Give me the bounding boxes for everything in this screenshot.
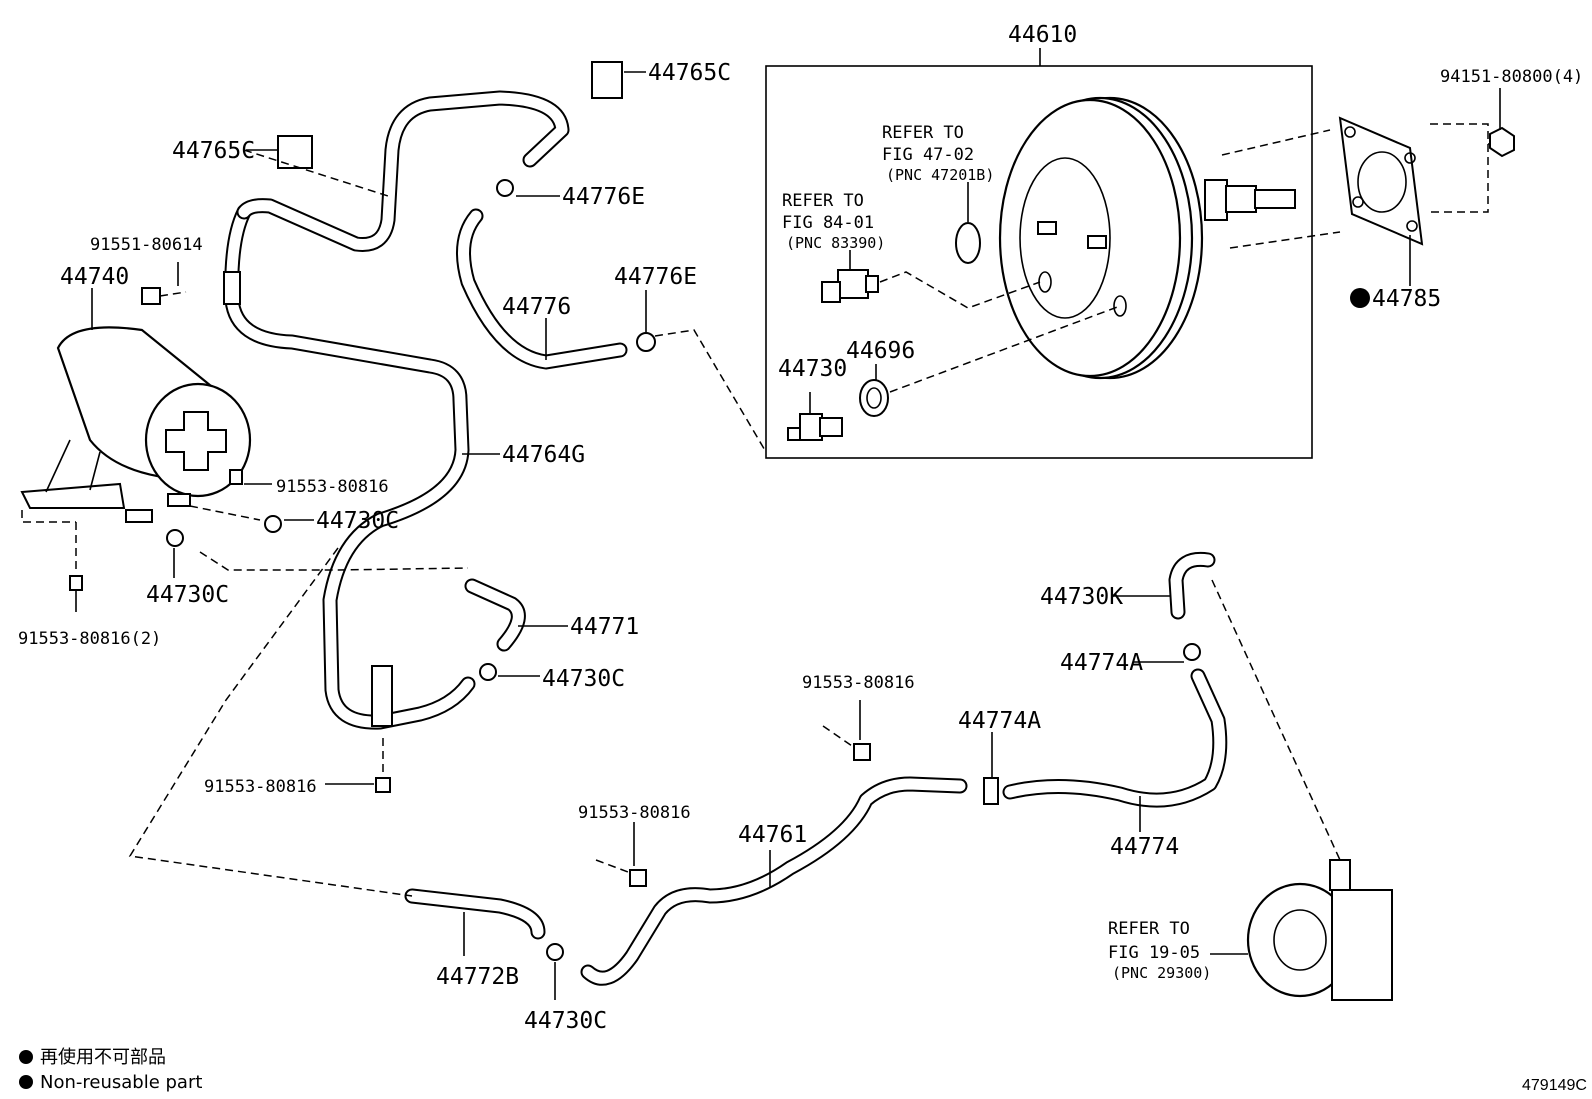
- ref-47-02-line2: FIG 47-02: [882, 145, 974, 165]
- clamp-44774a-right[interactable]: [1183, 643, 1201, 661]
- filled-circle-icon: [1350, 288, 1370, 308]
- label-44765c-b: 44765C: [172, 138, 255, 164]
- label-44776e-b: 44776E: [614, 264, 697, 290]
- clamp-44730c-a[interactable]: [264, 515, 282, 533]
- clamp-44730c-d[interactable]: [546, 943, 564, 961]
- filled-circle-icon: [19, 1050, 33, 1064]
- hose-clip-left[interactable]: [223, 271, 241, 305]
- ref-19-05-line2: FIG 19-05: [1108, 943, 1200, 963]
- vacuum-sensor[interactable]: [821, 269, 879, 303]
- ref-47-02-line3: (PNC 47201B): [886, 166, 994, 184]
- legend-english: Non-reusable part: [40, 1072, 202, 1093]
- legend-japanese: 再使用不可部品: [40, 1047, 166, 1068]
- union-44774a[interactable]: [983, 777, 999, 805]
- hose-44764g[interactable]: [224, 204, 476, 730]
- o-ring[interactable]: [955, 222, 981, 264]
- bolt-91553-right[interactable]: [853, 743, 871, 761]
- label-44730c-d: 44730C: [524, 1008, 607, 1034]
- label-91553-80816-b: 91553-80816(2): [18, 629, 161, 649]
- ref-19-05-line3: (PNC 29300): [1112, 964, 1211, 982]
- booster-nut[interactable]: [1489, 126, 1515, 158]
- label-44774: 44774: [1110, 834, 1179, 860]
- check-valve[interactable]: [787, 413, 843, 441]
- ref-84-01-line3: (PNC 83390): [786, 234, 885, 252]
- label-44774a-b: 44774A: [1060, 650, 1143, 676]
- label-94151-80800: 94151-80800(4): [1440, 67, 1583, 87]
- clip-44765c-left[interactable]: [277, 135, 313, 169]
- clamp-44776e-upper[interactable]: [496, 179, 514, 197]
- grommet[interactable]: [859, 379, 889, 417]
- label-91553-80816-a: 91553-80816: [276, 477, 389, 497]
- label-91553-80816-d: 91553-80816: [802, 673, 915, 693]
- ref-84-01-line1: REFER TO: [782, 191, 864, 211]
- bolt-91553-center[interactable]: [375, 777, 391, 793]
- hose-44776[interactable]: [456, 208, 628, 370]
- label-44730c-b: 44730C: [146, 582, 229, 608]
- label-44761: 44761: [738, 822, 807, 848]
- booster-frame: [765, 65, 1313, 459]
- bolt-91553-lower[interactable]: [629, 869, 647, 887]
- canister-bolt[interactable]: [69, 575, 83, 591]
- hose-44774[interactable]: [1002, 668, 1228, 808]
- label-44764g: 44764G: [502, 442, 585, 468]
- label-91553-80816-c: 91553-80816: [204, 777, 317, 797]
- bolt-91551-80614[interactable]: [141, 287, 187, 305]
- label-91551-80614: 91551-80614: [90, 235, 203, 255]
- label-44730k: 44730K: [1040, 584, 1123, 610]
- label-91553-80816-e: 91553-80816: [578, 803, 691, 823]
- label-44730c-a: 44730C: [316, 508, 399, 534]
- label-44785: 44785: [1372, 286, 1441, 312]
- filled-circle-icon: [19, 1075, 33, 1089]
- label-44776e-a: 44776E: [562, 184, 645, 210]
- clamp-44776e-right[interactable]: [636, 332, 656, 352]
- bolt-91553-canister[interactable]: [229, 469, 243, 485]
- hose-bracket[interactable]: [371, 665, 393, 727]
- label-44730c-c: 44730C: [542, 666, 625, 692]
- label-44696: 44696: [846, 338, 915, 364]
- vacuum-pump[interactable]: [1246, 859, 1393, 1001]
- label-44774a-a: 44774A: [958, 708, 1041, 734]
- clip-44765c-upper[interactable]: [591, 61, 623, 99]
- label-44776: 44776: [502, 294, 571, 320]
- clamp-44730c-b[interactable]: [166, 529, 184, 547]
- label-44730: 44730: [778, 356, 847, 382]
- label-44772b: 44772B: [436, 964, 519, 990]
- ref-47-02-line1: REFER TO: [882, 123, 964, 143]
- canister-bracket[interactable]: [20, 482, 126, 509]
- label-44765c-a: 44765C: [648, 60, 731, 86]
- clamp-44730c-c[interactable]: [479, 663, 497, 681]
- ref-19-05-line1: REFER TO: [1108, 919, 1190, 939]
- booster-gasket[interactable]: [1338, 116, 1424, 246]
- label-44771: 44771: [570, 614, 639, 640]
- label-44740: 44740: [60, 264, 129, 290]
- brake-booster-group: [765, 48, 1341, 459]
- canister-group: [20, 288, 252, 523]
- figure-id: 479149C: [1522, 1077, 1587, 1094]
- ref-84-01-line2: FIG 84-01: [782, 213, 874, 233]
- label-44610: 44610: [1008, 22, 1077, 48]
